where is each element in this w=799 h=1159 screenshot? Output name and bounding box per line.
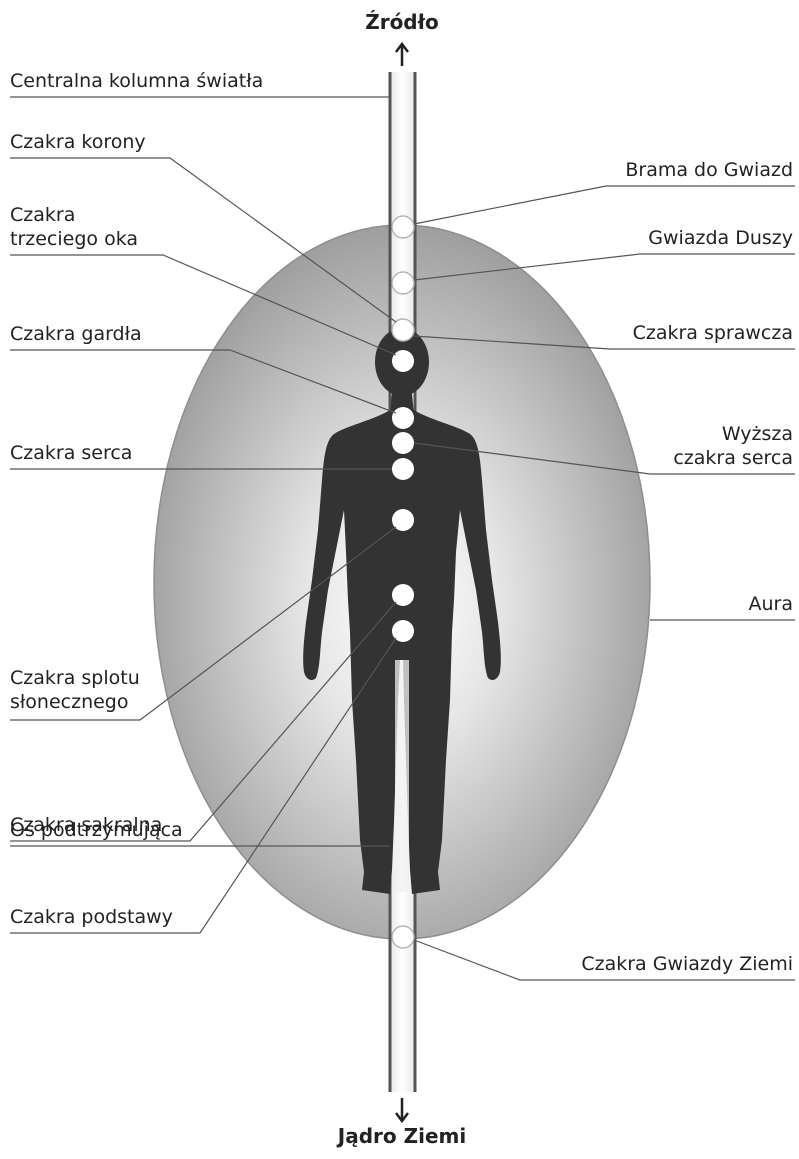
arrow-up-icon <box>396 44 408 66</box>
label-heart-chakra: Czakra serca <box>10 442 132 465</box>
top-title: Źródło <box>360 10 444 34</box>
label-third-eye-line1: Czakra <box>10 204 75 227</box>
bottom-title: Jądro Ziemi <box>330 1124 474 1148</box>
label-third-eye-line2: trzeciego oka <box>10 228 138 251</box>
third-eye-chakra <box>392 350 414 372</box>
higher-heart-chakra <box>392 432 414 454</box>
causal-chakra <box>392 319 414 341</box>
label-soul-star: Gwiazda Duszy <box>648 227 793 250</box>
leader-stargate <box>414 186 795 224</box>
label-crown-chakra: Czakra korony <box>10 131 146 154</box>
label-solar-plexus-line2: słonecznego <box>10 691 129 714</box>
label-higher-heart-line1: Wyższa <box>722 423 793 446</box>
earth-star-chakra <box>392 926 414 948</box>
soul-star-chakra <box>392 272 414 294</box>
label-central-column: Centralna kolumna światła <box>10 70 263 93</box>
arrow-down-icon <box>396 1098 408 1121</box>
stargate-chakra <box>392 216 414 238</box>
label-throat-chakra: Czakra gardła <box>10 323 142 346</box>
label-earth-star: Czakra Gwiazdy Ziemi <box>581 953 793 976</box>
label-aura: Aura <box>749 593 794 616</box>
label-solar-plexus-line1: Czakra splotu <box>10 667 140 690</box>
label-causal-chakra: Czakra sprawcza <box>633 322 793 345</box>
label-stargate: Brama do Gwiazd <box>625 159 793 182</box>
throat-chakra <box>392 407 414 429</box>
heart-chakra <box>392 458 414 480</box>
label-support-axis: Oś podtrzymująca <box>10 819 183 842</box>
label-higher-heart-line2: czakra serca <box>673 447 793 470</box>
label-base-chakra: Czakra podstawy <box>10 906 173 929</box>
column-overlay-lower <box>395 660 409 892</box>
